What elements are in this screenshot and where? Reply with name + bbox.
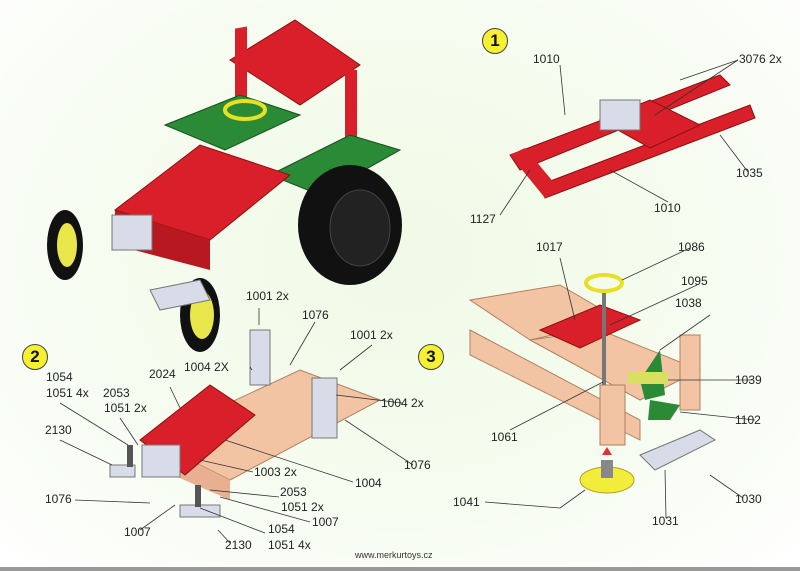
part-label: 1054: [268, 522, 295, 536]
step-2-badge: 2: [22, 344, 48, 370]
part-label: 2053: [280, 485, 307, 499]
leader-lines: [59, 59, 756, 544]
part-label: 1095: [681, 274, 708, 288]
step1-illustration: [509, 74, 756, 199]
part-label: 1007: [312, 515, 339, 529]
part-label: 1076: [404, 458, 431, 472]
part-label: 1051 4x: [46, 386, 89, 400]
part-label: 1061: [491, 430, 518, 444]
part-label: 1035: [736, 166, 763, 180]
part-label: 1031: [652, 514, 679, 528]
part-label: 1007: [124, 525, 151, 539]
part-label: 1102: [735, 413, 761, 427]
footer-url: www.merkurtoys.cz: [355, 550, 433, 560]
part-label: 2130: [45, 423, 72, 437]
part-label: 1054: [46, 370, 73, 384]
step-1-badge: 1: [482, 28, 508, 54]
part-label: 1030: [735, 492, 762, 506]
step2-illustration: [109, 329, 382, 518]
part-label: 1004 2X: [184, 360, 229, 374]
part-label: 1003 2x: [254, 465, 297, 479]
part-label: 1017: [536, 240, 563, 254]
part-label: 1051 2x: [281, 500, 324, 514]
part-label: 1004 2x: [381, 396, 424, 410]
part-label: 1041: [453, 495, 480, 509]
part-label: 1039: [735, 373, 762, 387]
bottom-border: [0, 567, 800, 571]
part-label: 1038: [675, 296, 702, 310]
part-label: 3076 2x: [739, 52, 782, 66]
part-label: 2053: [103, 386, 130, 400]
step-3-badge: 3: [418, 344, 444, 370]
part-label: 2024: [149, 367, 176, 381]
part-label: 1076: [45, 492, 72, 506]
part-label: 1010: [533, 52, 560, 66]
part-label: 1127: [470, 212, 496, 226]
part-label: 1001 2x: [246, 289, 289, 303]
part-label: 1004: [355, 476, 382, 490]
tractor-illustration: [47, 19, 402, 352]
part-label: 1010: [654, 201, 681, 215]
part-label: 1051 2x: [104, 401, 147, 415]
step3-illustration: [468, 273, 716, 494]
part-label: 1051 4x: [268, 538, 311, 552]
part-label: 2130: [225, 538, 252, 552]
part-label: 1076: [302, 308, 329, 322]
part-label: 1001 2x: [350, 328, 393, 342]
part-label: 1086: [678, 240, 705, 254]
